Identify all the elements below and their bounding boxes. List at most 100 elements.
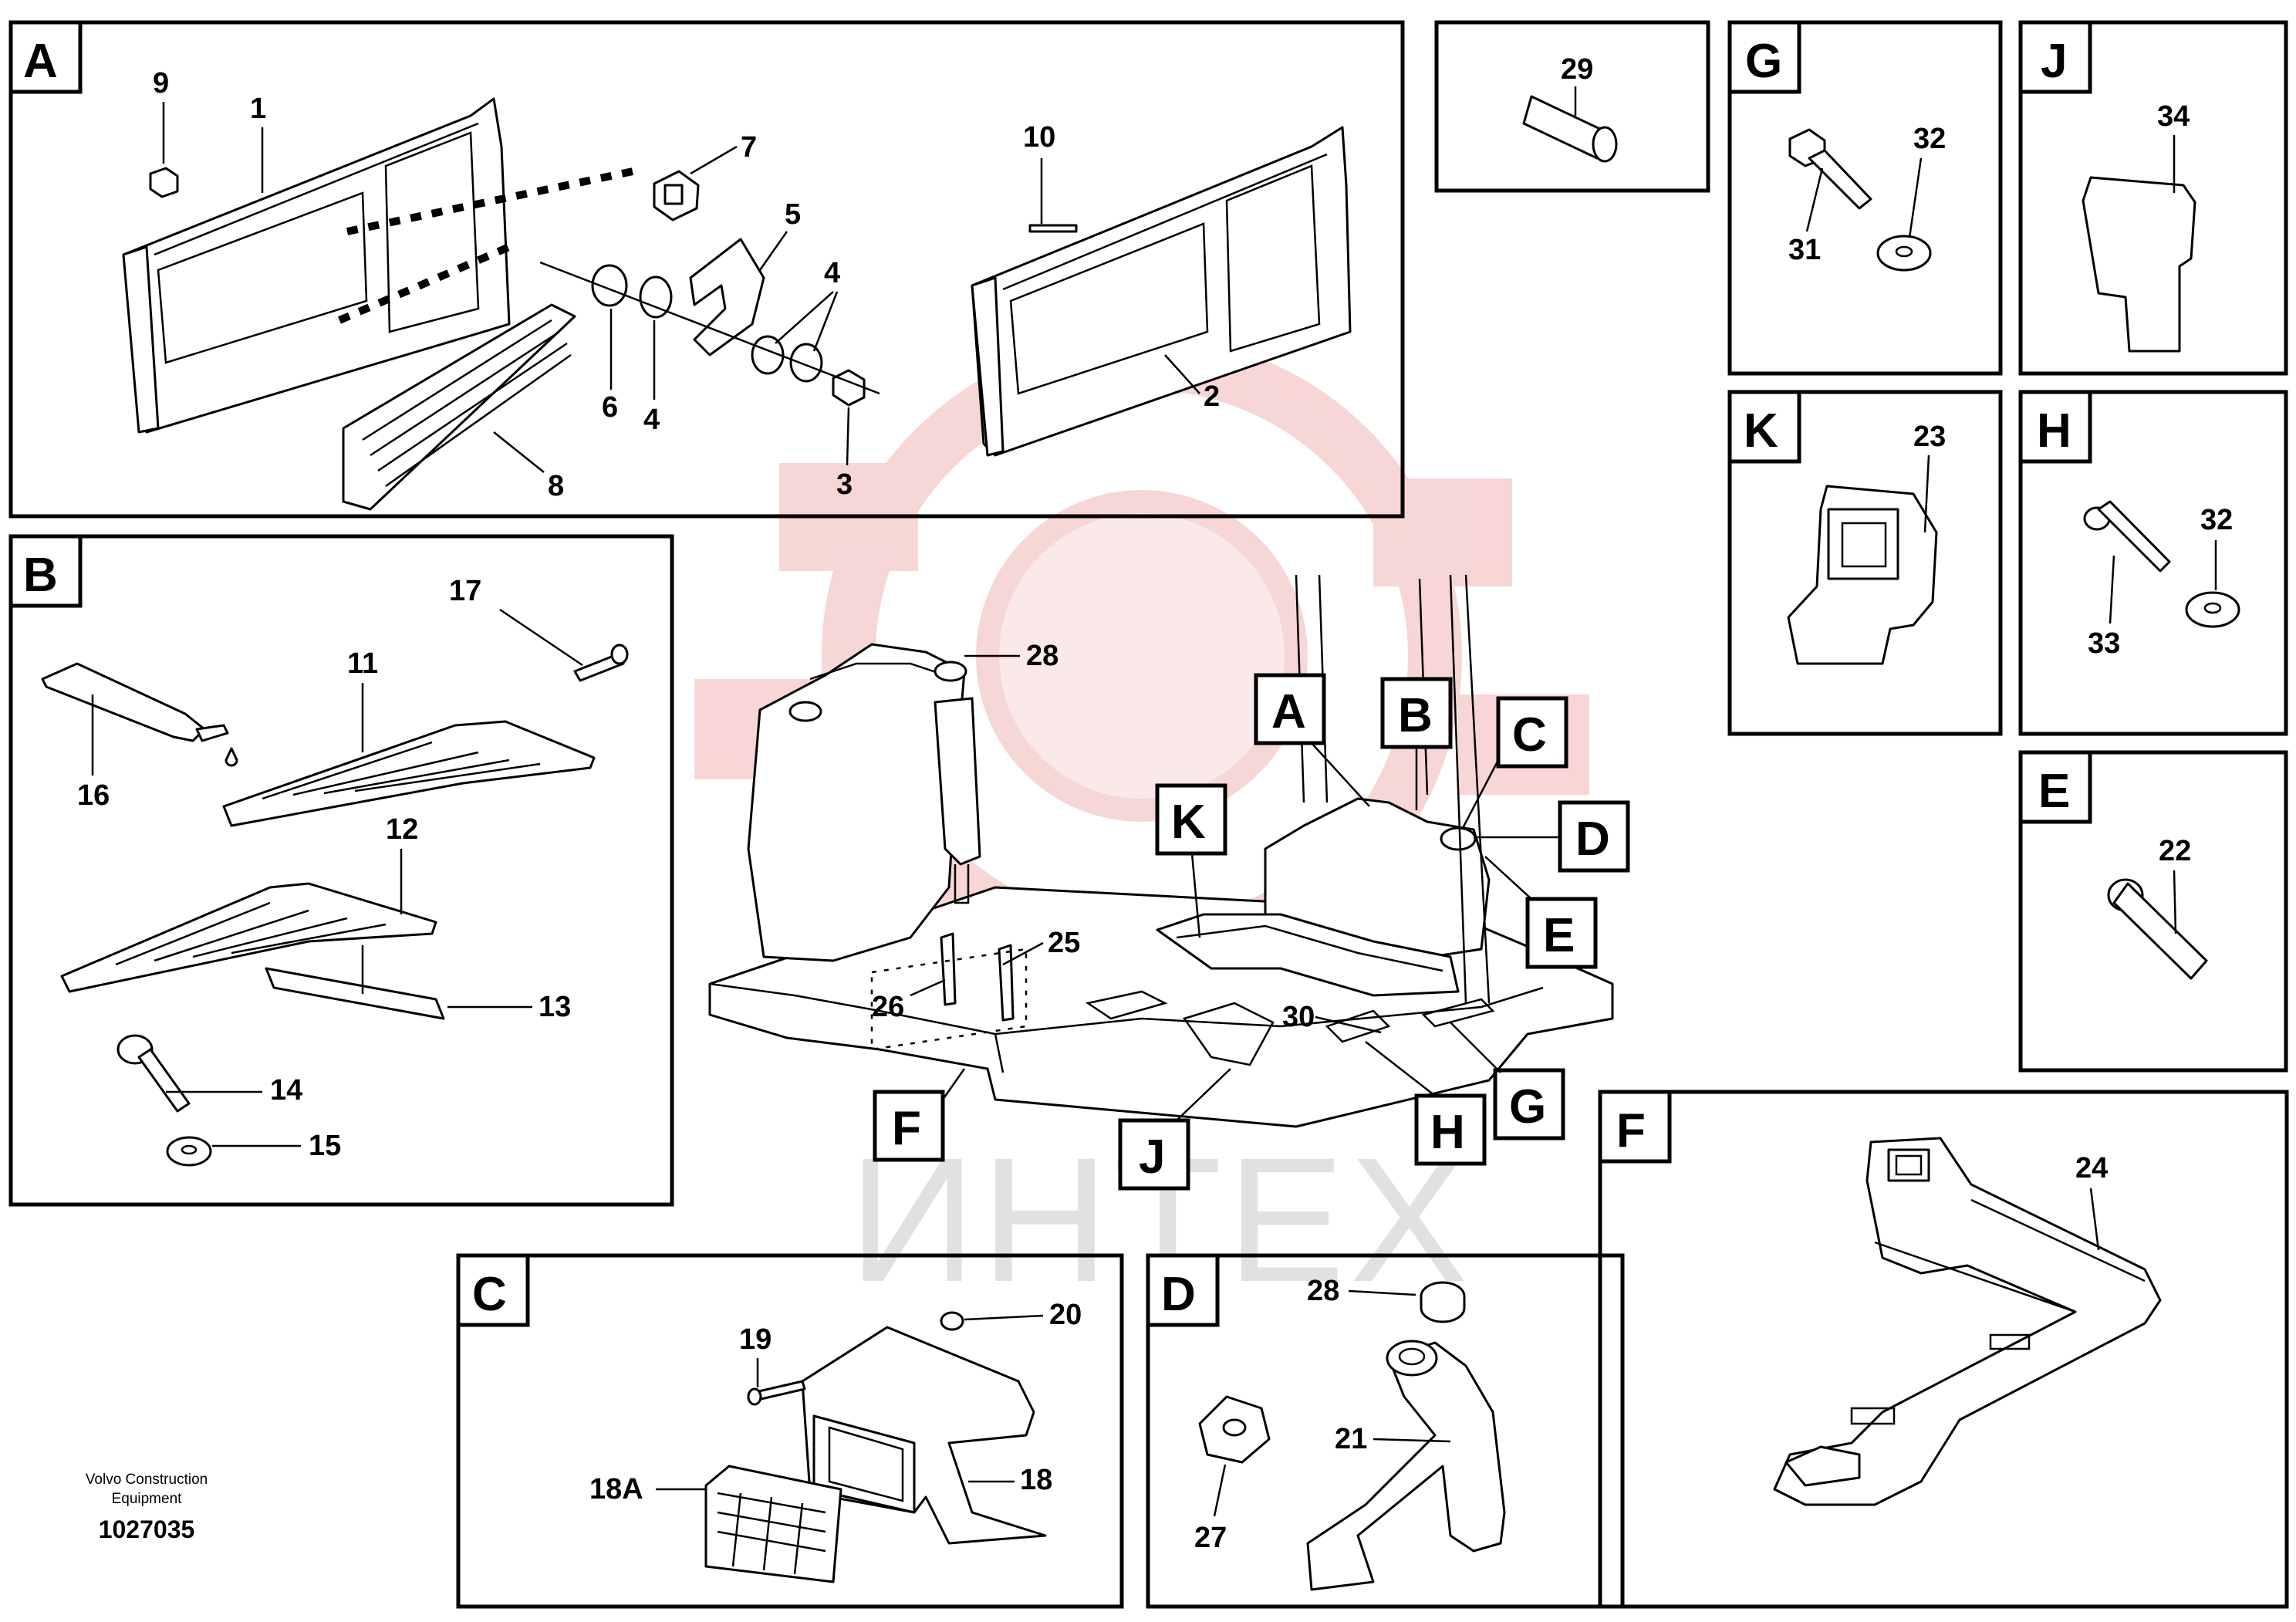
callout-4a: 4 (824, 257, 840, 289)
location-tag-c: C (1460, 696, 1568, 830)
callout-24: 24 (2075, 1152, 2108, 1184)
callout-13: 13 (539, 991, 571, 1023)
console (1156, 797, 1491, 997)
callout-11: 11 (347, 647, 378, 680)
location-tag-a: A (1254, 673, 1370, 807)
panel-j: J 34 (2018, 20, 2288, 376)
callout-12: 12 (386, 813, 418, 846)
callout-25: 25 (1048, 927, 1080, 959)
svg-text:A: A (1271, 685, 1306, 738)
callout-14: 14 (270, 1074, 302, 1107)
bolt (1788, 128, 1872, 210)
location-tag-g: G (1450, 1022, 1565, 1140)
panel-d: D 28 21 27 (1146, 1253, 1625, 1609)
callout-5: 5 (785, 198, 801, 231)
credit-line-1: Volvo Construction (86, 1472, 208, 1488)
panel-k-tag: K (1744, 404, 1778, 458)
location-tag-b: B (1380, 677, 1453, 810)
callout-19: 19 (739, 1323, 772, 1356)
panel-c: C 19 20 18A 18 (456, 1253, 1124, 1609)
svg-text:D: D (1575, 813, 1610, 866)
seat-base (747, 643, 981, 962)
callout-18a: 18A (589, 1473, 643, 1505)
callout-31: 31 (1788, 234, 1821, 266)
svg-text:H: H (1430, 1106, 1465, 1159)
panel-f: F 24 (1598, 1090, 2289, 1609)
callout-4b: 4 (643, 404, 660, 436)
panel-a-tag: A (23, 35, 58, 88)
panel-h-tag: H (2037, 404, 2071, 458)
svg-text:J: J (1139, 1130, 1165, 1184)
location-tag-h: H (1365, 1041, 1487, 1166)
side-panel-right (971, 126, 1352, 457)
credit-line-2: Equipment (112, 1491, 183, 1507)
location-tag-d: D (1477, 800, 1630, 873)
panel-h: H 32 33 (2018, 390, 2288, 736)
callout-28-main: 28 (1026, 640, 1059, 672)
location-tag-f: F (873, 1068, 966, 1162)
main-view: 28 25 26 30 A B C D E (708, 574, 1630, 1191)
callout-6: 6 (602, 391, 618, 424)
location-tag-e: E (1484, 856, 1598, 969)
panel-c-tag: C (472, 1268, 507, 1321)
filter-element (342, 303, 576, 511)
panel-b: B 17 11 16 12 1 (8, 534, 674, 1207)
side-panel-left (122, 97, 511, 434)
callout-27: 27 (1194, 1522, 1227, 1554)
panel-f-tag: F (1616, 1104, 1646, 1157)
panel-k: K 23 (1727, 390, 2003, 736)
panel-e-tag: E (2038, 765, 2070, 818)
callout-33: 33 (2088, 627, 2120, 660)
panel-g: G 32 31 (1727, 20, 2003, 376)
svg-text:C: C (1512, 708, 1547, 762)
location-tag-j: J (1118, 1068, 1231, 1191)
credit-block: Volvo Construction Equipment 1027035 (86, 1472, 208, 1543)
document-number: 1027035 (99, 1516, 195, 1543)
callout-10: 10 (1023, 121, 1055, 154)
svg-text:G: G (1509, 1080, 1546, 1134)
location-tag-k: K (1155, 783, 1227, 938)
svg-text:B: B (1398, 689, 1433, 742)
callout-8: 8 (548, 470, 564, 502)
panel-a: A (8, 20, 1405, 519)
callout-29: 29 (1561, 53, 1593, 86)
washer-set (539, 238, 880, 407)
svg-text:F: F (892, 1102, 921, 1155)
callout-34: 34 (2157, 100, 2190, 133)
nut (149, 167, 179, 198)
filter-pad (704, 1465, 842, 1583)
sealant-tube (41, 662, 238, 767)
callout-26: 26 (872, 991, 904, 1023)
callout-30: 30 (1282, 1001, 1315, 1033)
panel-e: E 22 (2018, 750, 2288, 1073)
callout-17: 17 (449, 575, 481, 607)
callout-16: 16 (77, 779, 110, 812)
callout-3: 3 (836, 468, 853, 501)
callout-28-d: 28 (1307, 1275, 1339, 1307)
panel-d-tag: D (1161, 1268, 1196, 1321)
grille-lower (60, 882, 437, 993)
panel-j-tag: J (2041, 35, 2067, 88)
panel-29: 29 (1434, 20, 1710, 193)
callout-2: 2 (1204, 380, 1220, 413)
callout-7: 7 (741, 131, 757, 164)
floor-air-duct (1773, 1137, 2162, 1506)
callout-23: 23 (1913, 421, 1946, 453)
svg-text:E: E (1543, 909, 1575, 962)
callout-21: 21 (1335, 1423, 1367, 1455)
air-duct-outlet (1787, 485, 1938, 665)
panel-g-tag: G (1745, 35, 1782, 88)
clip (653, 170, 700, 221)
callout-9: 9 (153, 67, 169, 100)
callout-18: 18 (1020, 1464, 1052, 1496)
callout-15: 15 (309, 1130, 341, 1162)
callout-32-g: 32 (1913, 123, 1946, 155)
panel-b-tag: B (23, 549, 58, 602)
defroster-duct (1306, 1340, 1506, 1591)
callout-22: 22 (2159, 835, 2191, 867)
svg-text:K: K (1171, 796, 1206, 849)
callout-32-h: 32 (2200, 504, 2233, 536)
callout-20: 20 (1049, 1299, 1082, 1331)
grille-upper (222, 720, 596, 827)
